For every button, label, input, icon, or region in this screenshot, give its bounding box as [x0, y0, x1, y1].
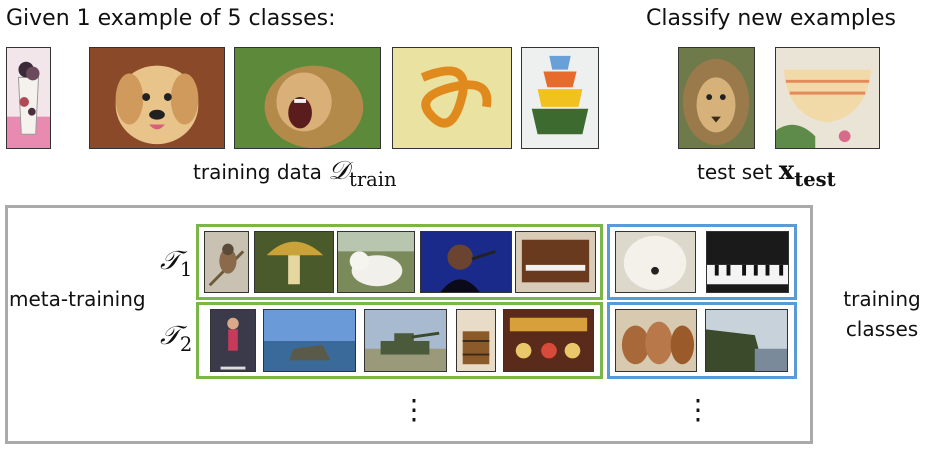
task-2-train-box — [196, 302, 603, 379]
task-1-image-white-dog — [337, 231, 415, 293]
train-image-golden-retriever — [89, 47, 225, 149]
training-data-subscript: train — [349, 167, 397, 191]
task-1-subscript: 1 — [179, 257, 193, 281]
task-2-subscript: 2 — [179, 332, 193, 356]
task-2-image-tank — [364, 309, 447, 372]
query-set-heading: Classify new examples — [646, 6, 896, 31]
task-2-test-image-cliffs — [705, 309, 788, 372]
support-set-heading: Given 1 example of 5 classes: — [6, 6, 336, 31]
task-2-image-carousel — [503, 309, 594, 372]
test-set-symbol: xtest — [778, 156, 836, 191]
task-2-test-box — [607, 302, 797, 379]
training-classes-label: training classes — [832, 284, 932, 344]
task-1-image-piano — [515, 231, 596, 293]
training-data-caption: training data 𝒟train — [193, 158, 397, 193]
task-2-image-gymnast — [210, 309, 256, 372]
test-image-lion — [678, 47, 755, 149]
train-image-orange-knot — [392, 47, 512, 149]
meta-training-label: meta-training — [9, 287, 146, 311]
task-1-test-image-shaggy-dog — [615, 231, 696, 293]
meta-training-panel — [5, 205, 813, 444]
task-2-image-barrel — [456, 309, 496, 372]
task-1-image-bird — [204, 231, 249, 293]
train-image-roaring-lion — [234, 47, 381, 149]
test-image-striped-bowl — [775, 47, 880, 149]
train-ellipsis: ⋮ — [400, 393, 428, 426]
train-image-dessert — [6, 47, 51, 149]
training-classes-line-1: training — [843, 287, 921, 311]
test-set-label: test set — [697, 160, 773, 184]
train-image-stacked-bowls — [521, 47, 599, 149]
test-set-subscript: test — [794, 167, 836, 191]
test-ellipsis: ⋮ — [684, 393, 712, 426]
task-1-label: 𝒯1 — [160, 246, 192, 281]
task-2-symbol: 𝒯 — [160, 321, 180, 351]
test-set-caption: test set xtest — [697, 158, 836, 193]
task-1-train-box — [196, 224, 603, 300]
training-data-symbol-letter: 𝒟 — [328, 156, 349, 186]
task-1-test-box — [607, 224, 797, 300]
task-1-image-mushroom — [254, 231, 334, 293]
training-data-label: training data — [193, 160, 322, 184]
task-2-image-coastal-ruin — [263, 309, 356, 372]
task-1-image-singer — [420, 231, 512, 293]
task-1-test-image-piano-keys — [706, 231, 789, 293]
task-1-symbol: 𝒯 — [160, 246, 180, 276]
test-set-symbol-letter: x — [778, 156, 795, 186]
training-classes-line-2: classes — [845, 317, 919, 341]
task-2-test-image-barrels — [615, 309, 697, 372]
task-2-label: 𝒯2 — [160, 321, 192, 356]
training-data-symbol: 𝒟train — [328, 156, 396, 191]
